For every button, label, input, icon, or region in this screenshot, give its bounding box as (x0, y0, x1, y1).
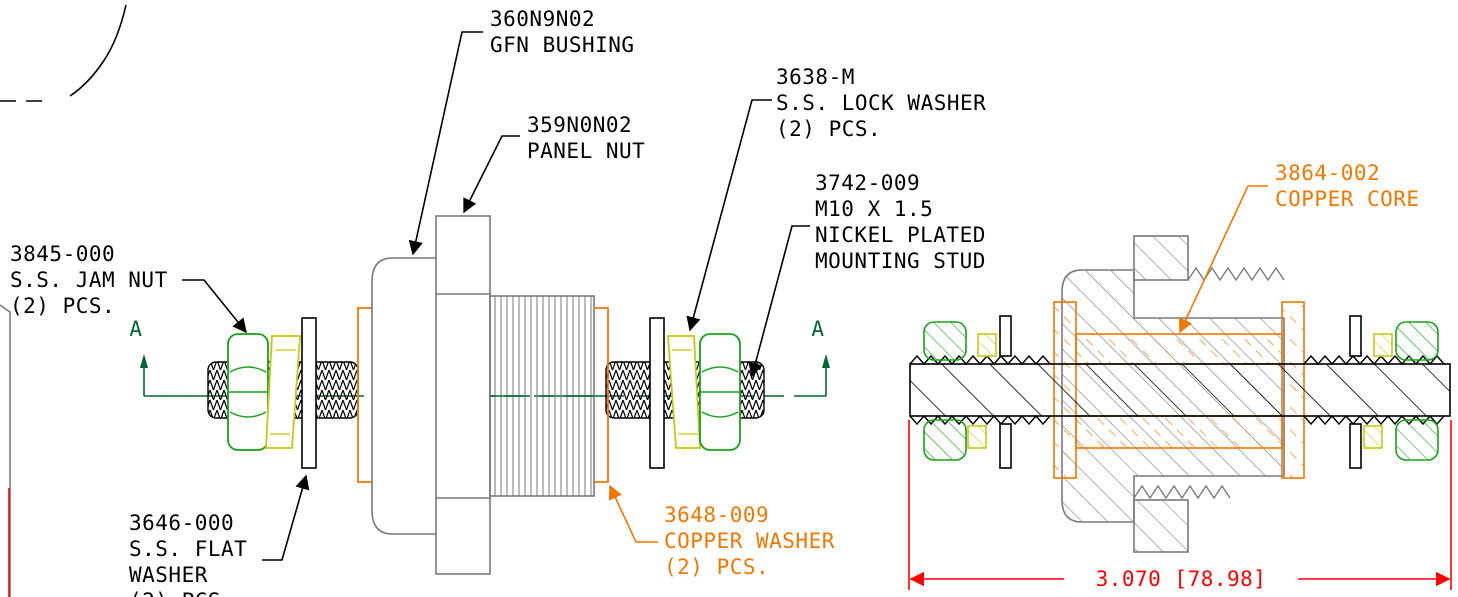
jam-nut-part-number: 3845-000 (10, 242, 115, 266)
label-panel-nut: 359N0N02 PANEL NUT (527, 113, 645, 163)
panel-nut-part-number: 359N0N02 (527, 113, 632, 137)
section-jam-nut-left-top (923, 321, 967, 361)
section-marker-right: A (811, 317, 824, 341)
section-flat-washer-left-top (999, 315, 1012, 357)
section-lock-washer-right-top (1373, 333, 1393, 357)
bushing-description: GFN BUSHING (490, 33, 635, 57)
label-copper-washer: 3648-009 COPPER WASHER (2) PCS. (664, 503, 835, 579)
copper-washer-description: COPPER WASHER (664, 529, 835, 553)
flat-washer-quantity: (2) PCS. (129, 589, 234, 597)
flat-washer-left (301, 317, 317, 469)
panel-nut-description: PANEL NUT (527, 139, 645, 163)
jam-nut-description: S.S. JAM NUT (10, 268, 168, 292)
stud-description: MOUNTING STUD (815, 249, 986, 273)
jam-nut-left (227, 333, 269, 451)
section-lock-washer-left-top (977, 333, 997, 357)
flat-washer-description-2: WASHER (129, 563, 208, 587)
copper-washer-left (357, 307, 372, 483)
section-jam-nut-right-top (1395, 321, 1439, 361)
lock-washer-right (667, 335, 701, 449)
section-jam-nut-left-bottom (923, 419, 967, 461)
copper-core-description: COPPER CORE (1275, 187, 1420, 211)
lock-washer-part-number: 3638-M (776, 65, 855, 89)
flat-washer-part-number: 3646-000 (129, 511, 234, 535)
section-copper-core-bottom (1075, 415, 1283, 449)
bushing-body (371, 257, 436, 535)
panel-nut (435, 215, 491, 575)
section-lock-washer-right-bottom (1363, 425, 1383, 449)
flat-washer-right (649, 317, 665, 469)
side-view (140, 215, 830, 575)
lock-washer-left (265, 335, 301, 449)
jam-nut-right (699, 333, 741, 451)
label-lock-washer: 3638-M S.S. LOCK WASHER (2) PCS. (776, 65, 986, 141)
bushing-part-number: 360N9N02 (490, 7, 595, 31)
section-flat-washer-right-top (1349, 315, 1362, 357)
section-lock-washer-left-bottom (967, 425, 987, 449)
label-bushing: 360N9N02 GFN BUSHING (490, 7, 635, 57)
copper-washer-part-number: 3648-009 (664, 503, 769, 527)
copper-washer-quantity: (2) PCS. (664, 555, 769, 579)
overall-length-dimension: 3.070 [78.98] (1096, 567, 1267, 591)
section-view (908, 235, 1452, 590)
leader-lines (182, 31, 1268, 561)
stud-part-number: 3742-009 (815, 171, 920, 195)
jam-nut-quantity: (2) PCS. (10, 294, 115, 318)
flat-washer-description: S.S. FLAT (129, 537, 247, 561)
section-flat-washer-right-bottom (1349, 423, 1362, 469)
label-copper-core: 3864-002 COPPER CORE (1275, 161, 1420, 211)
section-panel-nut-bottom (1133, 499, 1189, 553)
section-jam-nut-right-bottom (1395, 419, 1439, 461)
section-copper-core-top (1075, 333, 1283, 365)
section-stud (909, 363, 1451, 417)
stud-finish: NICKEL PLATED (815, 223, 986, 247)
label-flat-washer: 3646-000 S.S. FLAT WASHER (2) PCS. (129, 511, 247, 597)
stud-thread-spec: M10 X 1.5 (815, 197, 933, 221)
section-panel-nut-top (1133, 235, 1189, 281)
lock-washer-description: S.S. LOCK WASHER (776, 91, 986, 115)
panel-outline-partial (0, 4, 127, 597)
label-jam-nut: 3845-000 S.S. JAM NUT (2) PCS. (10, 242, 168, 318)
lock-washer-quantity: (2) PCS. (776, 117, 881, 141)
section-flat-washer-left-bottom (999, 423, 1012, 469)
section-marker-left: A (129, 317, 142, 341)
copper-core-part-number: 3864-002 (1275, 161, 1380, 185)
label-stud: 3742-009 M10 X 1.5 NICKEL PLATED MOUNTIN… (815, 171, 986, 273)
copper-washer-right (594, 307, 609, 483)
